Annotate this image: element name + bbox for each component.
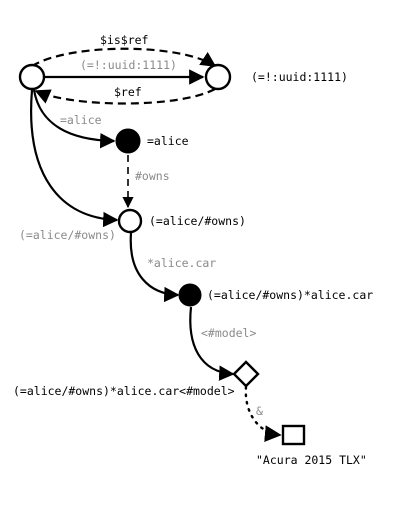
node-label-alice-car: (=alice/#owns)*alice.car <box>207 288 373 302</box>
node-label-model: (=alice/#owns)*alice.car<#model> <box>13 384 235 398</box>
node-root-left <box>18 63 46 91</box>
edge-label-is-ref: $is$ref <box>100 33 148 47</box>
node-value <box>281 424 306 446</box>
node-alice-car <box>178 283 202 307</box>
edge-label-model: <#model> <box>201 326 256 340</box>
node-model <box>232 360 260 388</box>
edge-label-literal: & <box>256 404 263 418</box>
edge-is-ref <box>31 47 217 67</box>
edge-label-alice: =alice <box>60 113 102 127</box>
edge-label-car: *alice.car <box>147 256 216 270</box>
edge-alice <box>32 89 116 149</box>
edge-ref <box>34 88 216 105</box>
edge-label-ref: $ref <box>114 85 142 99</box>
edge-label-owns-path: (=alice/#owns) <box>19 228 116 242</box>
node-root-right <box>204 63 232 91</box>
edge-label-uuid: (=!:uuid:1111) <box>80 58 177 72</box>
node-alice <box>115 128 141 154</box>
node-label-alice: =alice <box>147 134 189 148</box>
node-label-value: "Acura 2015 TLX" <box>256 453 367 467</box>
edge-car <box>129 232 180 303</box>
node-alice-owns <box>117 208 143 234</box>
node-label-root-right: (=!:uuid:1111) <box>251 70 348 84</box>
edge-label-owns: #owns <box>135 169 170 183</box>
edge-model <box>189 306 235 381</box>
edge-owns-path <box>30 89 119 228</box>
edge-literal <box>244 385 282 442</box>
node-label-alice-owns: (=alice/#owns) <box>149 214 246 228</box>
